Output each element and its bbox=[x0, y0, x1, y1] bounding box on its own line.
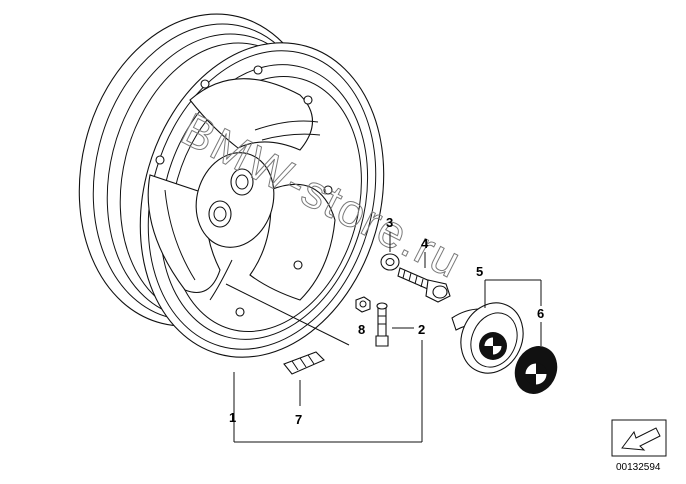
bmw-emblem-icon bbox=[479, 332, 507, 360]
callout-5: 5 bbox=[476, 264, 483, 279]
washer bbox=[380, 253, 400, 271]
arrow-icon[interactable] bbox=[611, 419, 667, 457]
valve-nut bbox=[355, 296, 371, 313]
bmw-badge bbox=[514, 346, 558, 394]
wheel-rim bbox=[78, 13, 385, 358]
callout-6: 6 bbox=[537, 306, 544, 321]
balance-weight bbox=[283, 351, 325, 375]
tyre-valve bbox=[375, 302, 389, 347]
callout-2: 2 bbox=[418, 322, 425, 337]
callout-4: 4 bbox=[421, 236, 429, 251]
callout-8: 8 bbox=[358, 322, 365, 337]
hub-cap bbox=[451, 302, 524, 374]
callout-7: 7 bbox=[295, 412, 302, 427]
callout-1: 1 bbox=[229, 410, 236, 425]
callout-3: 3 bbox=[386, 215, 393, 230]
document-number: 00132594 bbox=[616, 462, 661, 473]
wheel-bolt bbox=[397, 267, 451, 303]
